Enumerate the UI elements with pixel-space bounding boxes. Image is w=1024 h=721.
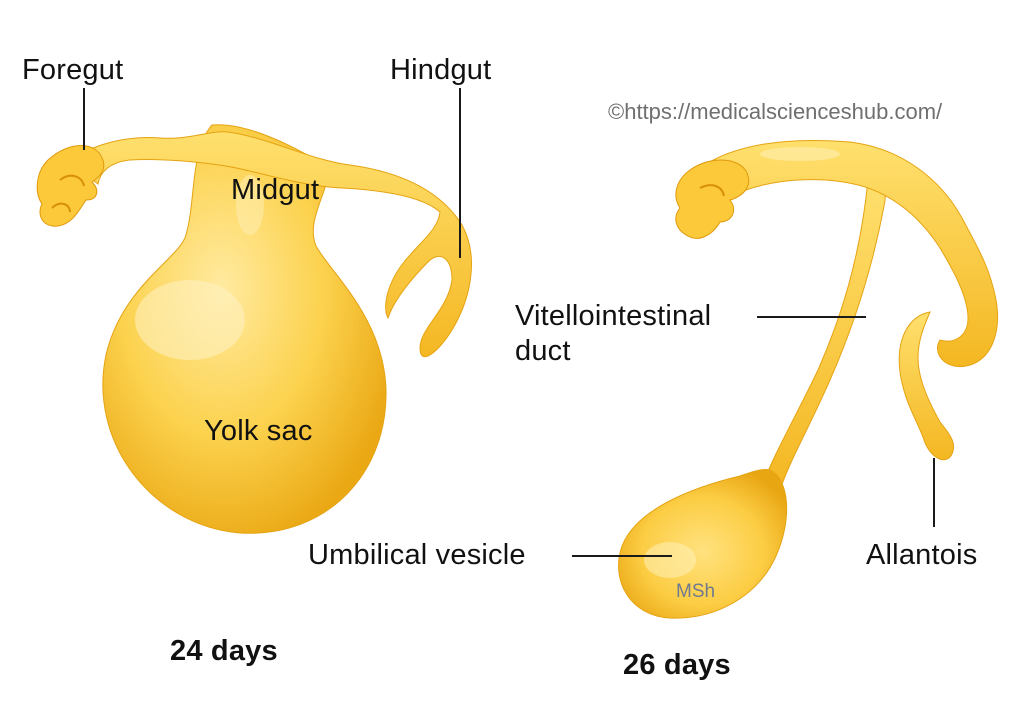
vitellointestinal-duct-shape [759, 179, 886, 491]
midgut-label: Midgut [231, 174, 320, 206]
foregut-end-right [675, 159, 750, 239]
right-gut-structure [618, 139, 998, 619]
foregut-label: Foregut [22, 54, 124, 86]
umbilical-vesicle-label: Umbilical vesicle [308, 539, 526, 571]
allantois-label: Allantois [866, 539, 978, 571]
hindgut-label: Hindgut [390, 54, 492, 86]
vitellointestinal-label-line1: Vitellointestinal [515, 300, 712, 332]
upper-gut-tube-left [58, 131, 472, 358]
foregut-end [36, 145, 105, 227]
umbilical-vesicle-shape [618, 469, 788, 619]
yolk-sac-label: Yolk sac [204, 415, 313, 447]
allantois-shape [898, 311, 954, 461]
watermark-text: MSh [676, 581, 716, 602]
vitellointestinal-label-line2: duct [515, 335, 571, 367]
stage-caption-26-days: 26 days [623, 649, 731, 681]
credit-text: ©https://medicalscienceshub.com/ [608, 99, 943, 124]
yolk-sac-shape [102, 124, 387, 534]
stage-caption-24-days: 24 days [170, 635, 278, 667]
left-gut-structure [36, 124, 472, 534]
upper-gut-tube-right [699, 139, 998, 368]
